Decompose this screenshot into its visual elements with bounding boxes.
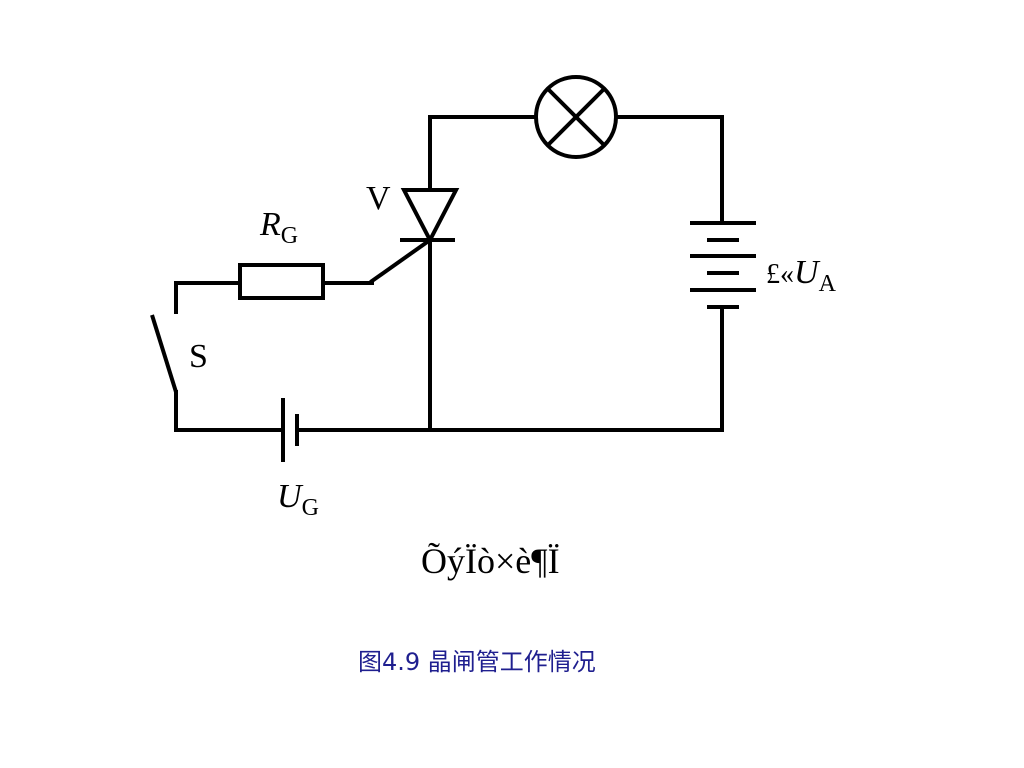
gate-source-letter: U [277, 478, 302, 515]
battery-icon [690, 221, 756, 309]
switch-label: S [189, 338, 208, 375]
gate-source-subscript: G [301, 495, 319, 521]
anode-subscript: A [818, 271, 836, 297]
garbled-title: ÕýÏò×è¶Ï [421, 541, 560, 581]
switch-icon [150, 314, 178, 393]
resistor-label: RG [260, 206, 298, 249]
gate-source-label: UG [277, 478, 319, 521]
gate-lead [369, 237, 433, 284]
resistor-subscript: G [280, 223, 299, 249]
anode-prefix: £« [766, 259, 794, 290]
resistor-letter: R [260, 206, 281, 243]
anode-source-label: £«UA [766, 254, 836, 297]
lamp-icon [534, 75, 618, 159]
anode-letter: U [794, 254, 819, 291]
figure-caption: 图4.9 晶闸管工作情况 [358, 648, 596, 676]
cell-icon [281, 398, 299, 462]
resistor-icon [238, 263, 325, 300]
thyristor-icon [400, 188, 460, 245]
thyristor-label: V [366, 180, 391, 217]
